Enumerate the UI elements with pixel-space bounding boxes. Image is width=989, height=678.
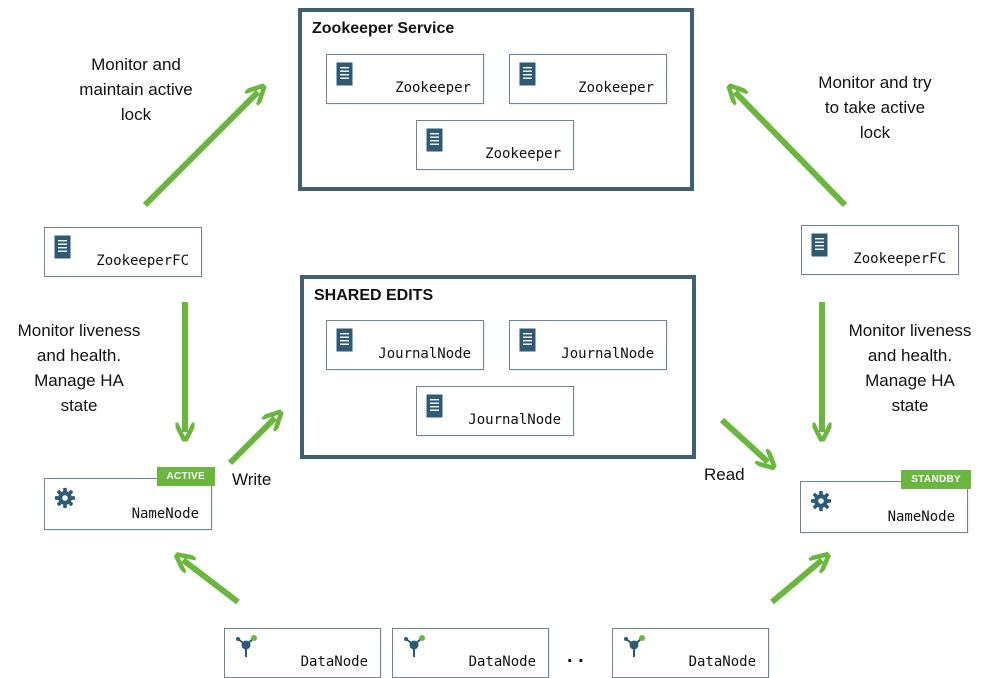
network-node-icon [624, 635, 645, 657]
datanode[interactable]: DataNode [612, 628, 769, 678]
server-icon [811, 233, 828, 257]
zookeeper-service-title: Zookeeper Service [312, 20, 455, 37]
arrow-datanode-to-active [183, 560, 240, 605]
arrow-write-to-journal [227, 418, 275, 466]
network-node-icon [404, 635, 425, 657]
right-lock-caption: Monitor and try to take active lock [818, 73, 932, 142]
arrow-left-zkfc-to-zookeeper [142, 92, 258, 208]
active-namenode-node[interactable]: NameNode ACTIVE [44, 467, 215, 530]
namenode-label: NameNode [887, 509, 955, 525]
journalnode-label: JournalNode [468, 412, 561, 428]
zookeeper-node[interactable]: Zookeeper [416, 120, 574, 170]
zookeeperfc-label: ZookeeperFC [96, 253, 189, 269]
zookeeperfc-label: ZookeeperFC [853, 251, 946, 267]
write-label: Write [232, 470, 272, 489]
arrow-right-zkfc-to-zookeeper [735, 92, 848, 208]
namenode-label: NameNode [131, 506, 199, 522]
right-health-caption: Monitor liveness and health. Manage HA s… [848, 321, 972, 415]
server-icon [426, 128, 443, 152]
journalnode[interactable]: JournalNode [509, 320, 667, 370]
left-zookeeperfc-node[interactable]: ZookeeperFC [44, 227, 202, 277]
standby-namenode-node[interactable]: NameNode STANDBY [800, 470, 971, 533]
zookeeper-label: Zookeeper [578, 80, 654, 96]
datanode-label: DataNode [688, 654, 756, 670]
datanode-ellipsis: . . [567, 645, 584, 667]
right-zookeeperfc-node[interactable]: ZookeeperFC [801, 225, 959, 275]
gear-icon [54, 487, 76, 509]
zookeeper-label: Zookeeper [395, 80, 471, 96]
server-icon [519, 328, 536, 352]
server-icon [519, 62, 536, 86]
datanode[interactable]: DataNode [224, 628, 381, 678]
shared-edits-title: SHARED EDITS [314, 287, 434, 304]
journalnode-label: JournalNode [378, 346, 471, 362]
datanode-label: DataNode [468, 654, 536, 670]
journalnode-label: JournalNode [561, 346, 654, 362]
zookeeper-node[interactable]: Zookeeper [509, 54, 667, 104]
datanode[interactable]: DataNode [392, 628, 549, 678]
datanode-label: DataNode [300, 654, 368, 670]
gear-icon [810, 490, 832, 512]
server-icon [336, 62, 353, 86]
arrow-datanode-to-standby [770, 560, 822, 605]
journalnode[interactable]: JournalNode [416, 386, 574, 436]
read-label: Read [704, 465, 745, 484]
left-health-caption: Monitor liveness and health. Manage HA s… [17, 321, 141, 415]
active-badge: ACTIVE [156, 467, 215, 486]
server-icon [54, 235, 71, 259]
network-node-icon [236, 635, 257, 657]
server-icon [336, 328, 353, 352]
left-lock-caption: Monitor and maintain active lock [79, 55, 193, 124]
zookeeper-node[interactable]: Zookeeper [326, 54, 484, 104]
zookeeper-label: Zookeeper [485, 146, 561, 162]
server-icon [426, 394, 443, 418]
journalnode[interactable]: JournalNode [326, 320, 484, 370]
standby-badge: STANDBY [901, 470, 971, 489]
arrow-read-from-journal [719, 417, 768, 462]
